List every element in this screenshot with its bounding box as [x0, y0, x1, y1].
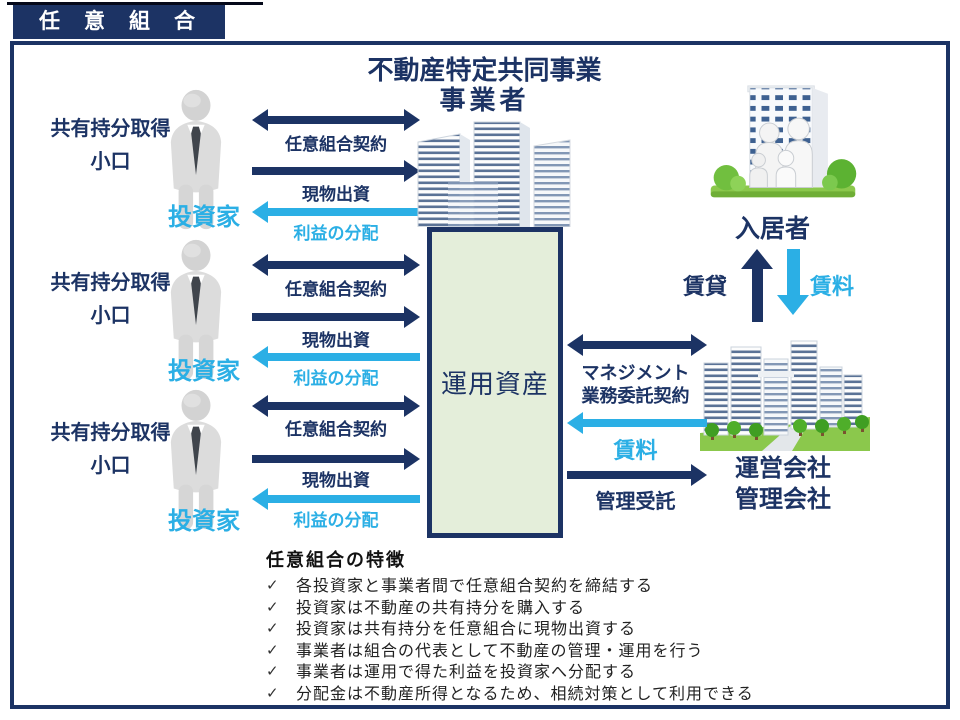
rent-left-arrow — [582, 419, 707, 427]
residents-building-icon — [703, 82, 863, 207]
contract-label-1: 任意組合契約 — [285, 135, 387, 154]
company-label-line1: 運営会社 — [735, 455, 831, 482]
investor3-acquire-labels: 共有持分取得 小口 — [28, 421, 193, 478]
feature-text: 投資家は不動産の共有持分を購入する — [296, 599, 586, 617]
acquire-label: 共有持分取得 — [50, 272, 171, 294]
lease-up-arrow — [741, 249, 773, 322]
mgmt-contract-arrow — [582, 341, 692, 349]
title-top-rule — [7, 2, 263, 5]
contract-arrow-1 — [267, 116, 405, 124]
feature-item: ✓ 事業者は組合の代表として不動産の管理・運用を行う — [266, 641, 886, 663]
investor1-acquire-labels: 共有持分取得 小口 — [28, 117, 193, 174]
contract-arrow-3 — [267, 402, 405, 410]
asset-box-label: 運用資産 — [440, 369, 549, 399]
distribution-label-2: 利益の分配 — [293, 369, 379, 388]
company-buildings-icon — [700, 325, 870, 455]
contribution-arrow-3 — [252, 455, 405, 463]
investor1-person-icon — [152, 88, 240, 233]
feature-text: 各投資家と事業者間で任意組合契約を締結する — [296, 578, 654, 595]
contribution-label-2: 現物出資 — [302, 331, 370, 350]
page-title: 任意組合 — [13, 5, 225, 39]
features-list: 任意組合の特徴 ✓ 各投資家と事業者間で任意組合契約を締結する ✓ 投資家は不動… — [266, 546, 886, 706]
distribution-label-3: 利益の分配 — [293, 511, 379, 530]
company-label: 運営会社 管理会社 — [735, 453, 831, 515]
investor3-person-icon — [152, 388, 240, 533]
feature-text: 分配金は不動産所得となるため、相続対策として利用できる — [296, 685, 754, 703]
acquire-label: 共有持分取得 — [50, 118, 171, 140]
contract-label-2: 任意組合契約 — [285, 280, 387, 299]
lot-label: 小口 — [90, 151, 131, 173]
distribution-arrow-1 — [267, 208, 420, 216]
features-title: 任意組合の特徴 — [266, 550, 406, 570]
mgmt-contract-label: マネジメント 業務委託契約 — [558, 362, 713, 408]
asset-box: 運用資産 — [427, 227, 563, 538]
feature-item: ✓ 投資家は共有持分を任意組合に現物出資する — [266, 619, 886, 641]
check-icon: ✓ — [266, 685, 280, 702]
contribution-label-1: 現物出資 — [302, 185, 370, 204]
investor2-acquire-labels: 共有持分取得 小口 — [28, 271, 193, 328]
contribution-label-3: 現物出資 — [302, 471, 370, 490]
operator-heading-line2: 事業者 — [439, 85, 530, 115]
lot-label: 小口 — [90, 305, 131, 327]
investor3-label: 投資家 — [168, 508, 240, 535]
investor1-label: 投資家 — [168, 204, 240, 231]
distribution-arrow-3 — [267, 495, 420, 503]
feature-text: 事業者は運用で得た利益を投資家へ分配する — [296, 664, 637, 682]
distribution-arrow-2 — [267, 353, 420, 361]
distribution-label-1: 利益の分配 — [293, 224, 379, 243]
feature-item: ✓ 各投資家と事業者間で任意組合契約を締結する — [266, 576, 886, 598]
feature-text: 事業者は組合の代表として不動産の管理・運用を行う — [296, 642, 704, 660]
investor2-person-icon — [152, 238, 240, 383]
check-icon: ✓ — [266, 621, 280, 638]
company-label-line2: 管理会社 — [735, 486, 831, 513]
mgmt-trust-label: 管理受託 — [595, 491, 676, 513]
rent-label-right: 賃料 — [613, 438, 658, 463]
lot-label: 小口 — [90, 455, 131, 477]
rent-label: 賃料 — [810, 274, 855, 299]
rent-down-arrow — [777, 249, 809, 315]
mgmt-trust-arrow — [567, 471, 692, 479]
mgmt-contract-label-line1: マネジメント — [581, 363, 690, 383]
check-icon: ✓ — [266, 664, 280, 681]
operator-heading: 不動産特定共同事業 事業者 — [312, 55, 657, 115]
check-icon: ✓ — [266, 642, 280, 659]
feature-item: ✓ 事業者は運用で得た利益を投資家へ分配する — [266, 662, 886, 684]
check-icon: ✓ — [266, 578, 280, 594]
check-icon: ✓ — [266, 599, 280, 616]
acquire-label: 共有持分取得 — [50, 422, 171, 444]
lease-label: 賃貸 — [683, 274, 728, 299]
operator-heading-line1: 不動産特定共同事業 — [367, 55, 602, 85]
residents-label: 入居者 — [734, 215, 810, 243]
contribution-arrow-2 — [252, 313, 405, 321]
feature-text: 投資家は共有持分を任意組合に現物出資する — [296, 621, 637, 639]
mgmt-contract-label-line2: 業務委託契約 — [581, 386, 690, 406]
feature-item: ✓ 分配金は不動産所得となるため、相続対策として利用できる — [266, 684, 886, 706]
contract-arrow-2 — [267, 261, 405, 269]
investor2-label: 投資家 — [168, 358, 240, 385]
contribution-arrow-1 — [252, 167, 405, 175]
operator-buildings-icon — [408, 120, 580, 228]
feature-item: ✓ 投資家は不動産の共有持分を購入する — [266, 598, 886, 620]
contract-label-3: 任意組合契約 — [285, 420, 387, 439]
